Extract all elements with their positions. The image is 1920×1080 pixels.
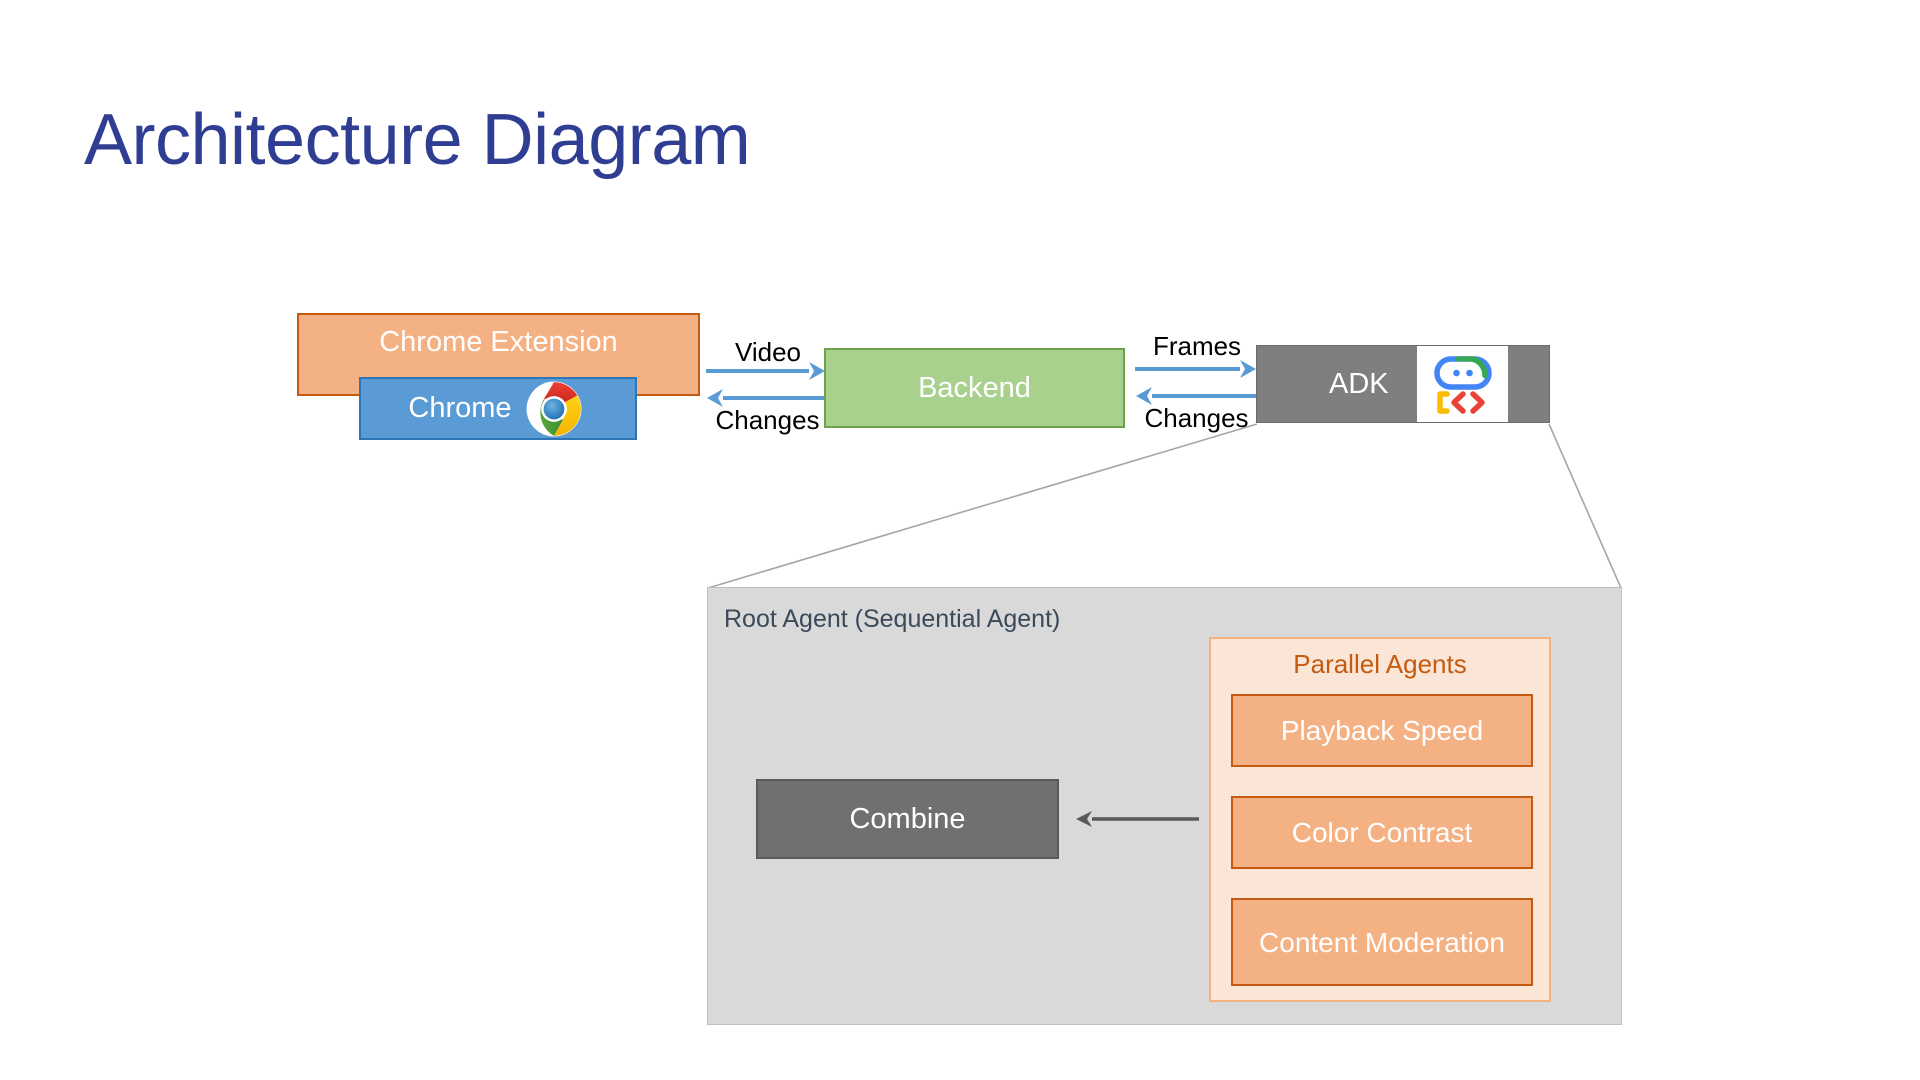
arrow-parallel-to-combine [1076, 811, 1199, 827]
root-agent-label: Root Agent (Sequential Agent) [724, 605, 1061, 633]
node-color-contrast-label: Color Contrast [1291, 817, 1473, 848]
flow-label-video: Video [734, 337, 802, 367]
node-chrome[interactable]: Chrome [359, 377, 637, 440]
parallel-agents-title: Parallel Agents [1293, 649, 1467, 679]
node-adk-label: ADK [1329, 367, 1389, 400]
arrow-changes-reverse-left [707, 389, 826, 407]
parallel-agents-container: Parallel Agents Playback Speed Color Con… [1209, 637, 1551, 1002]
arrow-changes-reverse-right [1136, 387, 1257, 405]
flow-label-changes-extension: Changes [715, 405, 820, 435]
flow-label-frames: Frames [1152, 331, 1242, 361]
node-combine[interactable]: Combine [756, 779, 1059, 859]
node-color-contrast[interactable]: Color Contrast [1231, 796, 1533, 869]
node-playback-speed-label: Playback Speed [1280, 715, 1484, 746]
node-chrome-label: Chrome [408, 392, 512, 425]
page-title: Architecture Diagram [84, 100, 751, 180]
node-chrome-extension-label: Chrome Extension [379, 326, 618, 358]
node-backend-label: Backend [918, 371, 1031, 404]
flow-label-changes-adk: Changes [1144, 403, 1249, 433]
google-adk-logo-icon [1417, 346, 1508, 422]
node-content-moderation[interactable]: Content Moderation [1231, 898, 1533, 986]
arrow-frames-forward [1135, 360, 1256, 378]
arrow-video-forward [706, 362, 825, 380]
node-backend[interactable]: Backend [824, 348, 1125, 428]
node-content-moderation-label: Content Moderation [1259, 926, 1505, 958]
node-combine-label: Combine [849, 802, 966, 835]
chrome-logo-icon [526, 381, 582, 437]
node-playback-speed[interactable]: Playback Speed [1231, 694, 1533, 767]
